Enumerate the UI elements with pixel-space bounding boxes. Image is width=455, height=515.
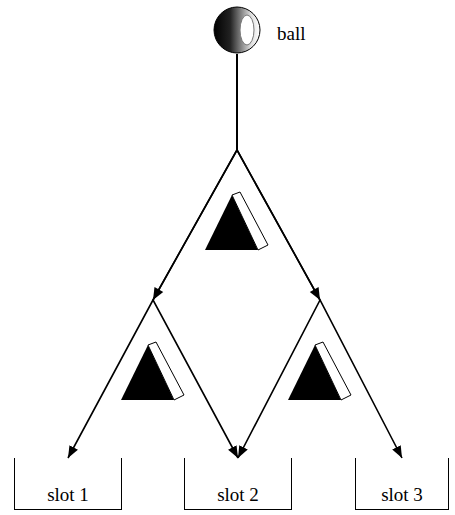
slot-box: slot 2 (184, 458, 292, 510)
arrowhead-group (153, 287, 320, 300)
wedge (288, 342, 351, 400)
wedge (205, 192, 268, 250)
connector (68, 54, 237, 458)
slot-label: slot 2 (217, 485, 259, 506)
ball-highlight (240, 15, 254, 45)
connector-line (153, 54, 238, 458)
wedge (121, 342, 184, 400)
connector-line (237, 54, 320, 458)
connector-line (68, 54, 237, 458)
slot-label: slot 1 (47, 485, 89, 506)
slot-box: slot 1 (14, 458, 122, 510)
ball-label: ball (277, 24, 306, 45)
connector-line (237, 54, 402, 458)
slot-box: slot 3 (355, 458, 449, 510)
ball-picture (213, 6, 261, 54)
connector (237, 54, 402, 458)
ball-circle (214, 7, 260, 53)
slot-label: slot 3 (381, 485, 423, 506)
edge-group (68, 54, 402, 458)
ball-node: ball (213, 6, 261, 54)
